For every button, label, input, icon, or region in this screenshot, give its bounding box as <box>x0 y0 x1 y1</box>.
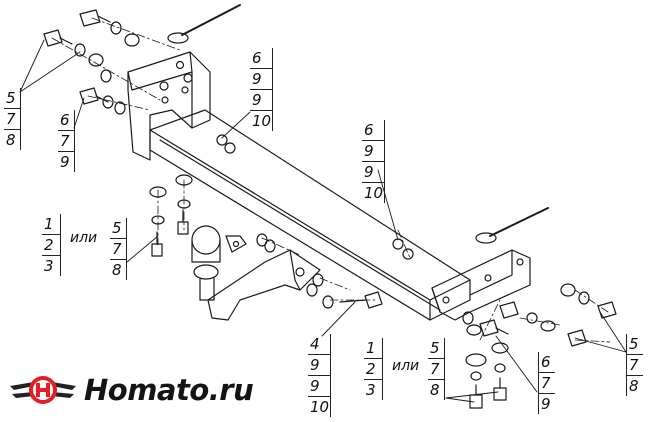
callout-c6: 5 7 8 <box>110 218 127 280</box>
leader-lines <box>19 39 627 403</box>
callout-c8: 1 2 3 <box>364 338 383 400</box>
or-label-right: или <box>392 358 420 374</box>
callout-c4-item: 9 <box>362 141 384 162</box>
callout-c8-item: 1 <box>364 338 382 359</box>
callout-c2-item: 9 <box>60 153 70 171</box>
callout-c4-item: 6 <box>362 120 384 141</box>
callout-c11-item: 7 <box>627 355 643 376</box>
callout-c6-item: 8 <box>112 261 122 279</box>
callout-c10: 6 7 9 <box>538 352 555 414</box>
washers-and-nuts <box>74 21 590 381</box>
callout-c3-item: 6 <box>250 48 272 69</box>
callout-c6-item: 7 <box>110 239 126 260</box>
callout-c5: 1 2 3 <box>42 214 61 276</box>
safety-cables <box>167 4 549 244</box>
callout-c5-item: 3 <box>44 257 54 275</box>
callout-c3-item: 9 <box>250 69 272 90</box>
callout-c3-item: 9 <box>250 90 272 111</box>
callout-c9-item: 8 <box>430 381 440 399</box>
callout-c2: 6 7 9 <box>58 110 75 172</box>
callout-c8-item: 3 <box>366 381 376 399</box>
callout-c1: 5 7 8 <box>4 88 21 150</box>
callout-c10-item: 9 <box>541 395 551 413</box>
callout-c7-item: 4 <box>308 334 330 355</box>
callout-c4: 6 9 9 10 <box>362 120 385 203</box>
callout-c1-item: 7 <box>4 109 20 130</box>
callout-c2-item: 6 <box>58 110 74 131</box>
callout-c7-item: 9 <box>308 376 330 397</box>
callout-c10-item: 7 <box>539 373 555 394</box>
callout-c11: 5 7 8 <box>626 334 643 396</box>
callout-c3-item: 10 <box>252 112 272 130</box>
callout-c9: 5 7 8 <box>428 338 445 400</box>
callout-c2-item: 7 <box>58 131 74 152</box>
callout-c11-item: 5 <box>627 334 643 355</box>
callout-c7-item: 10 <box>310 398 330 416</box>
callout-c7-item: 9 <box>308 355 330 376</box>
left-mounting-bracket <box>127 51 211 161</box>
callout-c1-item: 5 <box>4 88 20 109</box>
callout-c5-item: 1 <box>42 214 60 235</box>
callout-c11-item: 8 <box>629 377 639 395</box>
callout-c9-item: 5 <box>428 338 444 359</box>
bolts <box>43 9 617 409</box>
crossbar-tube <box>149 109 471 321</box>
or-label-left: или <box>70 230 98 246</box>
callout-c8-item: 2 <box>364 359 382 380</box>
callout-c3: 6 9 9 10 <box>250 48 273 131</box>
callout-c7: 4 9 9 10 <box>308 334 331 417</box>
right-mounting-bracket <box>431 249 531 321</box>
axis-lines <box>51 17 611 343</box>
brand-logo: Homato.ru <box>8 372 254 408</box>
callout-c5-item: 2 <box>42 235 60 256</box>
callout-c4-item: 9 <box>362 162 384 183</box>
brand-name: Homato.ru <box>84 373 254 407</box>
callout-c6-item: 5 <box>110 218 126 239</box>
callout-c9-item: 7 <box>428 359 444 380</box>
callout-c10-item: 6 <box>539 352 555 373</box>
winged-logo-icon <box>10 376 76 404</box>
callout-c4-item: 10 <box>364 184 384 202</box>
callout-c1-item: 8 <box>6 131 16 149</box>
tow-ball-assembly <box>191 225 321 321</box>
